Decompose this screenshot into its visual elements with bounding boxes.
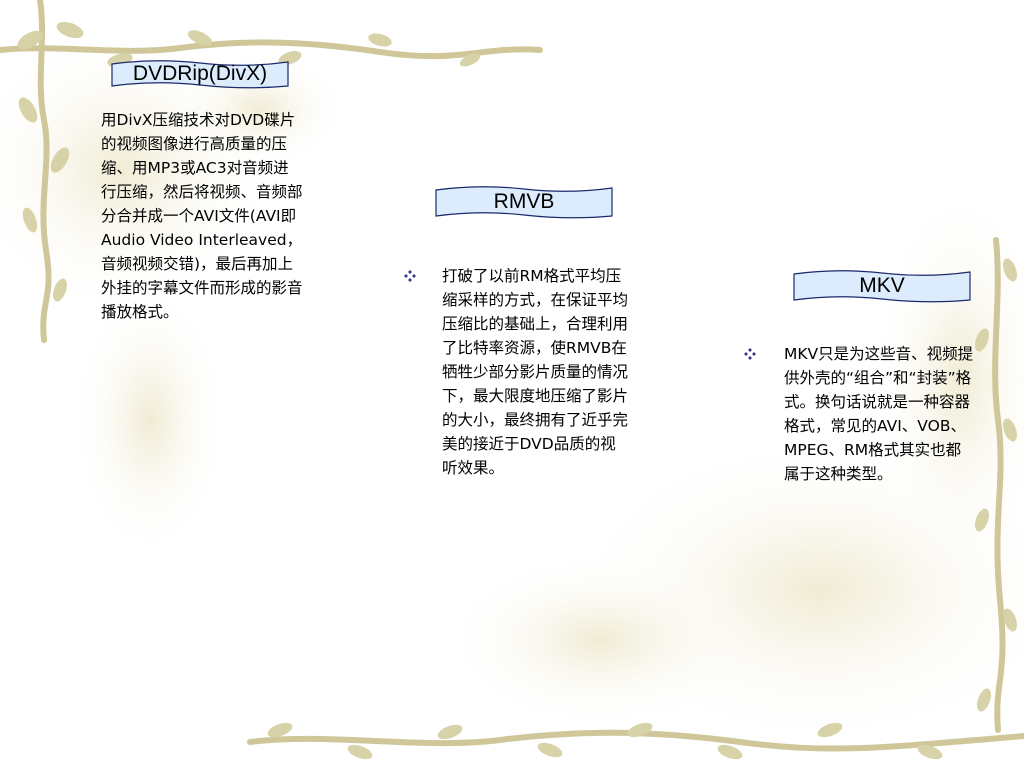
section-title: DVDRip(DivX) [132, 62, 268, 85]
diamond-bullet-icon [744, 348, 756, 360]
section-list-item-rmvb: 打破了以前RM格式平均压缩采样的方式，在保证平均压缩比的基础上，合理利用了比特率… [404, 264, 634, 564]
banner-shape [111, 60, 289, 89]
section-title-banner-rmvb: RMVB [434, 184, 614, 220]
section-body-mkv: MKV只是为这些音、视频提供外壳的“组合”和“封装”格式。换句话说就是一种容器格… [784, 345, 974, 483]
section-body-rmvb: 打破了以前RM格式平均压缩采样的方式，在保证平均压缩比的基础上，合理利用了比特率… [442, 267, 629, 477]
section-body-dvdrip: 用DivX压缩技术对DVD碟片的视频图像进行高质量的压缩、用MP3或AC3对音频… [101, 111, 303, 321]
diamond-bullet-icon [404, 270, 416, 282]
banner-shape [793, 270, 971, 303]
section-title: RMVB [493, 190, 555, 213]
banner-shape [435, 186, 613, 219]
section-list-item-mkv: MKV只是为这些音、视频提供外壳的“组合”和“封装”格式。换句话说就是一种容器格… [744, 342, 974, 542]
section-title-banner-dvdrip: DVDRip(DivX) [110, 58, 290, 90]
section-title-banner-mkv: MKV [792, 268, 972, 304]
section-title: MKV [859, 274, 905, 297]
